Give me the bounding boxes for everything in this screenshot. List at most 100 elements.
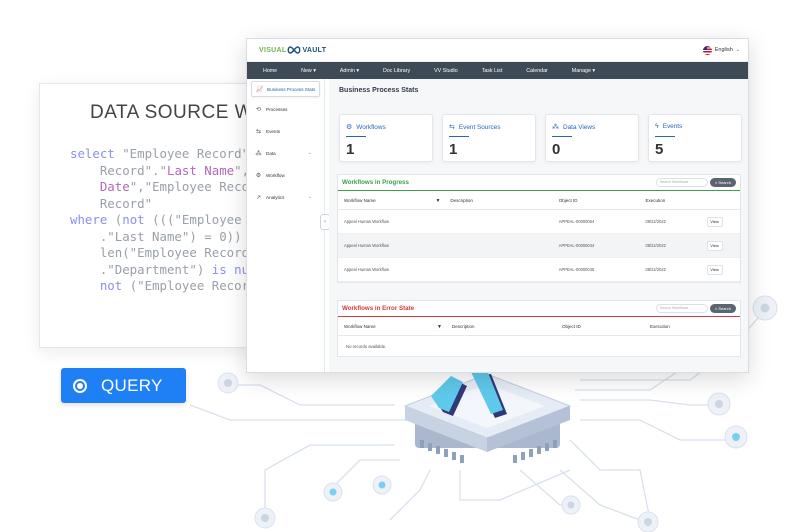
column-header: Description — [452, 324, 562, 329]
query-button[interactable]: QUERY — [61, 368, 186, 403]
view-button[interactable]: View — [706, 264, 723, 275]
code-line: Record" — [70, 196, 249, 213]
search-button-label: Search — [718, 180, 731, 185]
column-header: Execution — [645, 198, 706, 203]
nav-item-doc-library[interactable]: Doc Library — [383, 67, 411, 74]
code-token: ("Employee Recor — [129, 278, 250, 293]
empty-state: No records available. — [346, 343, 387, 349]
panel-header: Workflows in Progress Search Workflows ⌕… — [338, 175, 740, 191]
column-header: Object ID — [559, 198, 646, 203]
nav-item-task-list[interactable]: Task List — [481, 67, 503, 74]
code-token: is nu — [211, 261, 250, 277]
stat-value: 0 — [552, 141, 561, 158]
code-line: where (not ((("Employee — [70, 212, 249, 229]
search-icon: ⌕ — [714, 306, 719, 311]
table-cell-name: Appeal Human Workflow — [344, 267, 389, 272]
nav-item-vv-studio[interactable]: VV Studio — [434, 67, 458, 74]
table-cell-name: Appeal Human Workflow — [344, 219, 389, 224]
column-header: Execution — [650, 324, 712, 329]
code-line: select "Employee Record" — [70, 146, 249, 163]
nav-item-admin[interactable]: Admin ▾ — [339, 67, 360, 74]
panel-title: Workflows in Error State — [342, 305, 415, 312]
stat-icon: ϟ — [655, 123, 659, 130]
top-bar: VISUAL VAULT English ⌄ — [247, 39, 748, 62]
table-cell-execution: 08/22/2022 — [645, 267, 666, 272]
sidebar-item-data[interactable]: ⁂Data⌄ — [251, 143, 320, 163]
sidebar-item-analytics[interactable]: ↗Analytics⌄ — [251, 187, 320, 207]
stat-label: Data Views — [563, 123, 596, 131]
code-line: not ("Employee Recor — [70, 278, 249, 295]
stat-icon: ⁂ — [552, 124, 559, 131]
stat-card-header: ⇆Event Sources — [449, 123, 501, 132]
sidebar-item-workflow[interactable]: ⚙Workflow — [251, 165, 320, 185]
code-token: ."Department") — [70, 261, 212, 277]
language-label: English — [714, 47, 733, 53]
search-input[interactable]: Search Workflows — [655, 304, 708, 313]
sidebar-icon: ⚙ — [255, 172, 262, 179]
code-token: Date — [99, 179, 130, 194]
sql-code-block: select "Employee Record" Record"."Last N… — [70, 146, 249, 295]
table-cell-object-id: APPEAL-00000045 — [558, 267, 595, 272]
sidebar-item-label: Data — [266, 150, 276, 156]
sidebar-item-business-process-stats[interactable]: 📈Business Process Stats — [251, 81, 320, 97]
sidebar-icon: ↗ — [255, 194, 262, 201]
panel-header: Workflows in Error State Search Workflow… — [338, 301, 740, 317]
logo-text-vault: VAULT — [302, 46, 327, 54]
nav-item-calendar[interactable]: Calendar — [526, 67, 548, 74]
column-header-label: Execution — [645, 197, 666, 203]
column-header-label: Description — [450, 197, 473, 203]
view-button[interactable]: View — [706, 240, 723, 251]
table-cell-object-id: APPEAL-00000064 — [558, 219, 595, 224]
view-button[interactable]: View — [706, 216, 723, 227]
code-line: ."Department") is nu — [70, 262, 249, 279]
sort-down-icon: ▼ — [437, 323, 442, 330]
search-button-label: Search — [718, 306, 731, 311]
sidebar-icon: ⇆ — [255, 128, 262, 135]
nav-item-new[interactable]: New ▾ — [301, 67, 316, 74]
us-flag-icon — [702, 45, 712, 55]
table-cell-action: View — [706, 264, 741, 275]
code-line: Record"."Last Name", — [70, 163, 249, 180]
code-token: ((("Employee — [152, 212, 242, 227]
sort-down-icon: ▼ — [435, 197, 441, 204]
stat-value: 5 — [655, 141, 664, 158]
table-row: Appeal Human Workflow APPEAL-00000045 08/2… — [338, 258, 740, 282]
column-header-label: Workflow Name — [344, 197, 376, 203]
code-token: ( — [114, 212, 123, 227]
sidebar-item-processes[interactable]: ⟲ Processes — [251, 99, 320, 119]
table-cell-action: View — [706, 216, 741, 227]
code-token: len("Employee Record — [70, 245, 250, 260]
stat-label: Workflows — [356, 123, 386, 131]
sidebar: 📈Business Process Stats ⟲ Processes ⇆Events… — [247, 79, 325, 372]
main-nav: Home New ▾ Admin ▾ Doc Library VV Studio Task… — [247, 62, 748, 79]
language-selector[interactable]: English ⌄ — [702, 45, 740, 55]
code-token: Last Name — [166, 162, 235, 178]
code-token: ", — [234, 162, 250, 178]
search-input[interactable]: Search Workflows — [655, 178, 708, 187]
infinity-logo-icon — [288, 46, 301, 54]
sidebar-item-events[interactable]: ⇆Events — [251, 121, 320, 141]
stat-underline — [552, 136, 572, 137]
column-header-label: Object ID — [558, 197, 578, 203]
column-header-label: Object ID — [562, 323, 581, 329]
column-header-label: Execution — [650, 323, 670, 329]
table-header: Workflow Name ▼ Description Object ID Execut… — [338, 191, 740, 210]
stat-label: Event Sources — [458, 123, 501, 131]
logo-text-visual: VISUAL — [259, 46, 287, 54]
visualvault-logo[interactable]: VISUAL VAULT — [259, 46, 326, 54]
stat-underline — [449, 136, 469, 137]
code-line: ."Last Name") = 0)) — [70, 229, 249, 246]
nav-item-home[interactable]: Home — [263, 67, 278, 74]
sidebar-item-label: Processes — [266, 106, 288, 112]
column-header-label: Workflow Name — [344, 323, 376, 329]
code-token: ."Last Name") = 0)) — [70, 228, 242, 244]
app-window: VISUAL VAULT English ⌄ Home New ▾ Admin ▾ D… — [246, 38, 749, 373]
search-button[interactable]: ⌕ Search — [709, 304, 736, 313]
sidebar-item-label: Analytics — [266, 194, 285, 200]
search-button[interactable]: ⌕ Search — [709, 178, 736, 187]
sidebar-icon: ⟲ — [255, 106, 262, 113]
nav-item-manage[interactable]: Manage ▾ — [571, 67, 596, 74]
